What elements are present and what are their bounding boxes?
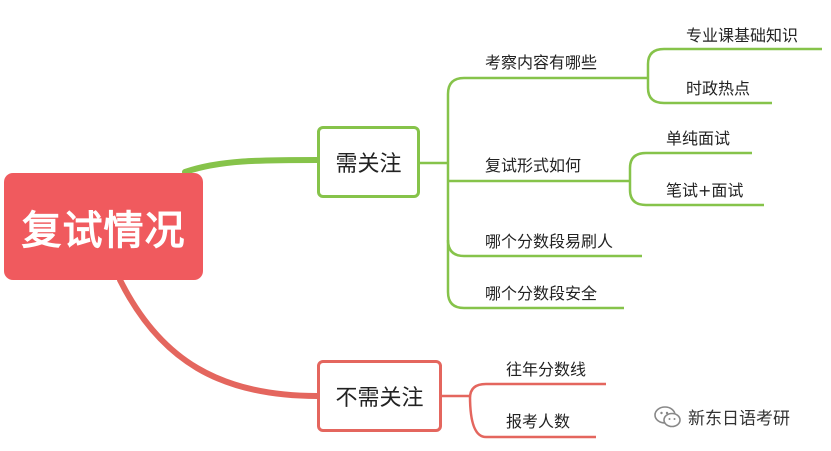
label-score-cut: 哪个分数段易刷人 [485, 232, 614, 251]
connector-trunk-score-cut [446, 239, 465, 258]
connector-root-focus [182, 157, 320, 175]
watermark: 新东日语考研 [654, 404, 790, 429]
connector-exam-content-trunk [646, 47, 665, 105]
label-exam-content: 考察内容有哪些 [485, 53, 598, 72]
node-no-focus: 不需关注 [317, 360, 442, 432]
label-current-affairs: 时政热点 [686, 79, 751, 98]
label-exam-format: 复试形式如何 [485, 156, 582, 175]
connector-nofocus-trunk [468, 382, 487, 439]
label-professional-basics: 专业课基础知识 [686, 26, 799, 45]
connector-exam-format-trunk [628, 151, 647, 207]
label-score-safe: 哪个分数段安全 [485, 284, 598, 303]
connector-focus-trunk [446, 76, 465, 310]
label-applicant-count: 报考人数 [506, 412, 571, 431]
watermark-text: 新东日语考研 [688, 409, 790, 429]
label-past-cutoff: 往年分数线 [506, 360, 587, 379]
label-interview-only: 单纯面试 [666, 129, 731, 148]
node-focus: 需关注 [317, 126, 420, 198]
label-written-interview: 笔试+面试 [666, 181, 744, 200]
connector-root-nofocus [117, 277, 320, 399]
wechat-icon [654, 405, 681, 427]
root-node: 复试情况 [4, 173, 203, 280]
